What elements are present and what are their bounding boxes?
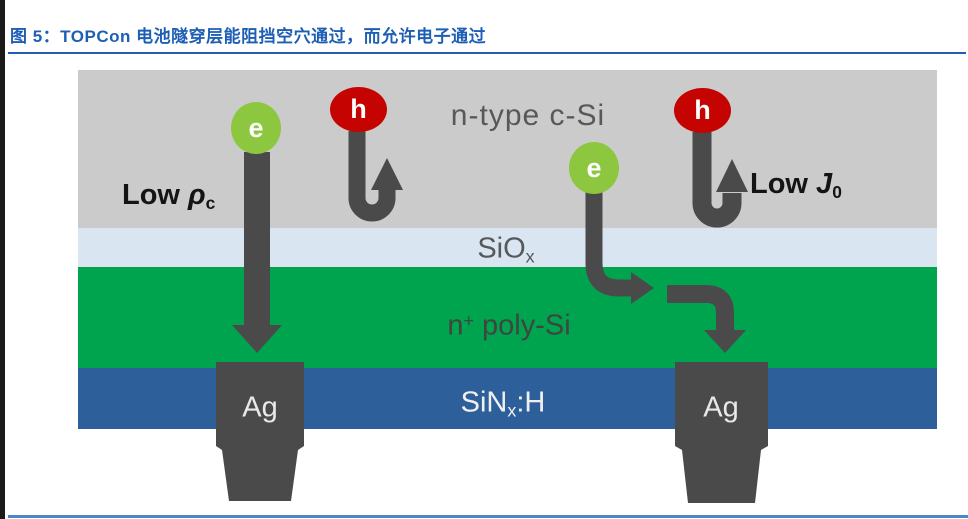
label-siox-base: SiO: [477, 232, 526, 265]
label-siox: SiOx: [477, 232, 535, 267]
hole-letter: h: [694, 95, 711, 125]
label-poly-rest: poly-Si: [473, 309, 571, 342]
label-n-type-c-si: n-type c-Si: [450, 99, 606, 132]
label-sinx-subscript: x: [507, 400, 517, 421]
label-ag-left: Ag: [242, 391, 278, 424]
hole-circle-left: h: [330, 87, 387, 132]
label-ag-right: Ag: [703, 391, 739, 424]
electron-circle-left: e: [231, 102, 281, 154]
layer-n-poly-si: [78, 267, 937, 368]
page-edge-strip: [0, 0, 5, 519]
low-j-prefix: Low: [750, 168, 817, 200]
electron-letter: e: [248, 112, 264, 143]
label-sinx-rest: :H: [516, 386, 546, 419]
j-subscript: 0: [832, 182, 842, 203]
j-symbol: J: [816, 168, 833, 200]
rho-symbol: ρ: [188, 179, 206, 211]
layer-n-type-c-si: [78, 70, 937, 228]
label-sinx-h: SiNx:H: [460, 386, 546, 421]
label-n-poly-si: n+ poly-Si: [447, 311, 570, 340]
electron-letter: e: [586, 152, 602, 183]
hole-letter: h: [350, 94, 367, 124]
label-siox-subscript: x: [525, 246, 535, 267]
layer-siox-tunnel-oxide: [78, 228, 937, 267]
electron-circle-right: e: [569, 142, 619, 194]
label-sinx-base: SiN: [460, 386, 508, 419]
annotation-low-rho-c: Low ρc: [122, 181, 215, 213]
figure-title: 图 5：TOPCon 电池隧穿层能阻挡空穴通过，而允许电子通过: [10, 27, 487, 46]
label-poly-base: n: [447, 309, 464, 342]
label-poly-superscript: +: [463, 310, 474, 331]
title-divider-line: [8, 52, 966, 54]
hole-circle-right: h: [674, 88, 731, 133]
low-rho-prefix: Low: [122, 179, 189, 211]
annotation-low-j0: Low J0: [750, 170, 842, 202]
rho-subscript: c: [205, 193, 216, 214]
bottom-divider-line: [8, 515, 968, 518]
